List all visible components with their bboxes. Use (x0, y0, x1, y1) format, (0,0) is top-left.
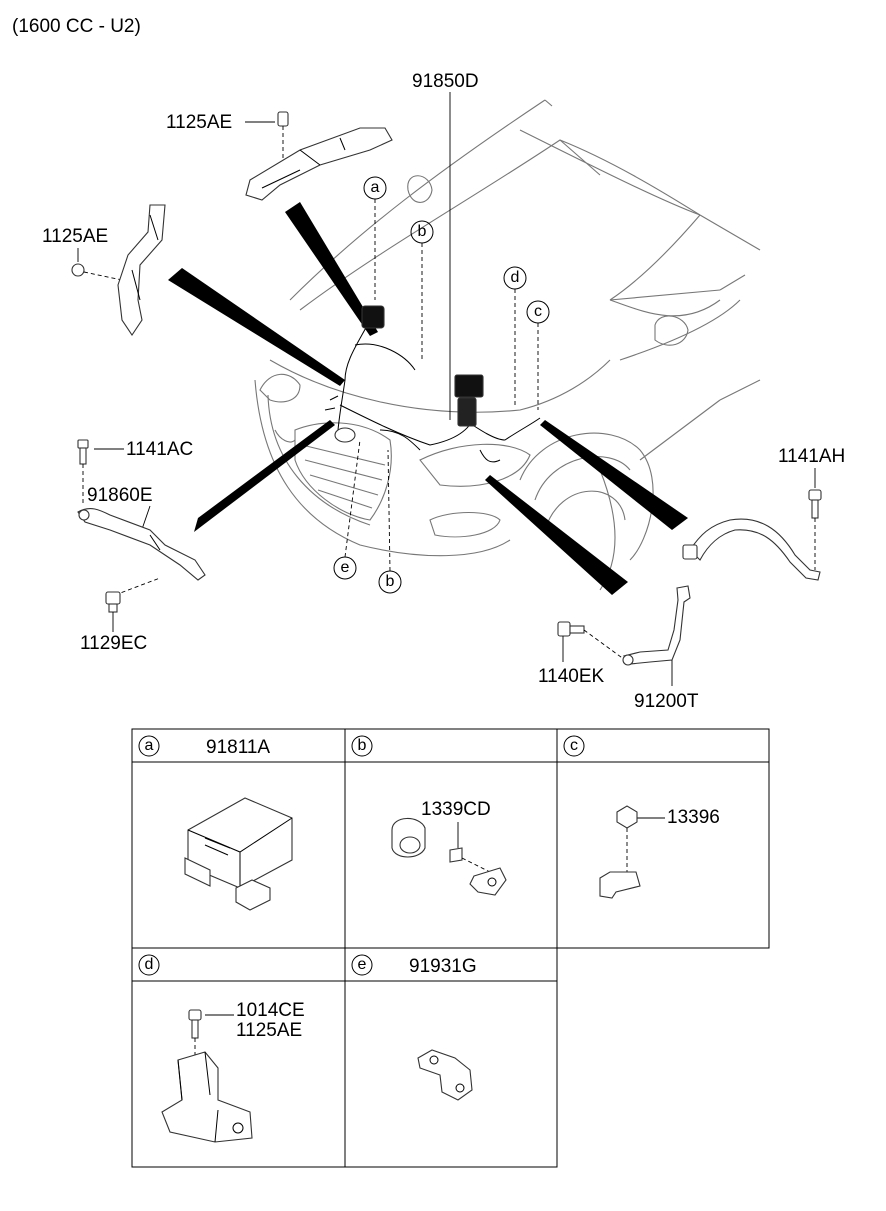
detail-cell-e: e 91931G (351, 954, 477, 1101)
detail-a-part: 91811A (206, 737, 270, 758)
bolt-1140EK (557, 621, 626, 661)
label-91200T: 91200T (634, 691, 699, 712)
detail-cell-d: d 1014CE 1125AE (138, 954, 305, 1143)
callout-c-label: c (534, 303, 542, 320)
bracket-1014CE-illustration (161, 1009, 253, 1143)
detail-table (131, 728, 770, 1168)
wiring-harness-91850D (324, 305, 541, 463)
bracket-left (71, 204, 166, 336)
bracket-top (245, 111, 393, 201)
relay-box-91811A-illustration (184, 797, 293, 911)
ground-cable-91200T (622, 585, 691, 666)
detail-c-letter: c (570, 737, 578, 754)
label-1125AE-top: 1125AE (166, 112, 232, 133)
detail-e-part: 91931G (409, 956, 477, 977)
detail-d-part1: 1014CE (236, 1000, 305, 1021)
label-91850D: 91850D (412, 71, 479, 92)
detail-b-letter: b (358, 737, 367, 754)
car-body-outline (254, 99, 761, 591)
battery-cable-1141AH (682, 489, 822, 581)
detail-cell-a: a 91811A (138, 735, 293, 911)
callout-e-label: e (341, 559, 350, 576)
label-1141AH: 1141AH (778, 446, 845, 467)
bolt-1129EC (105, 577, 161, 613)
callout-b-top: b (410, 220, 434, 360)
label-1140EK: 1140EK (538, 666, 605, 687)
ground-cable-91860E (77, 508, 206, 581)
detail-d-part2: 1125AE (236, 1020, 302, 1041)
label-1129EC: 1129EC (80, 633, 147, 654)
detail-a-letter: a (145, 737, 154, 754)
clip-91931G-illustration (417, 1049, 473, 1101)
detail-b-part: 1339CD (421, 799, 491, 820)
callout-d-label: d (511, 269, 520, 286)
callout-a-label: a (371, 179, 380, 196)
grommet-1339CD-illustration (391, 817, 507, 896)
wedge-pointers (168, 202, 688, 595)
label-1125AE-left: 1125AE (42, 226, 108, 247)
bolt-1141AC (77, 439, 89, 505)
callout-b-bottom-label: b (386, 573, 395, 590)
callout-c: c (526, 300, 550, 410)
callout-b-top-label: b (418, 223, 427, 240)
callout-b-bottom: b (378, 449, 402, 594)
label-1141AC: 1141AC (126, 439, 193, 460)
label-91860E: 91860E (87, 485, 153, 506)
detail-cell-c: c 13396 (563, 735, 720, 899)
callout-d: d (503, 266, 527, 405)
detail-d-letter: d (145, 956, 154, 973)
callout-a: a (363, 176, 387, 300)
callout-e: e (333, 439, 361, 580)
detail-e-letter: e (358, 956, 367, 973)
detail-c-part: 13396 (667, 807, 720, 828)
diagram-title: (1600 CC - U2) (12, 16, 141, 37)
nut-13396-illustration (599, 805, 641, 899)
detail-cell-b: b 1339CD (351, 735, 507, 896)
